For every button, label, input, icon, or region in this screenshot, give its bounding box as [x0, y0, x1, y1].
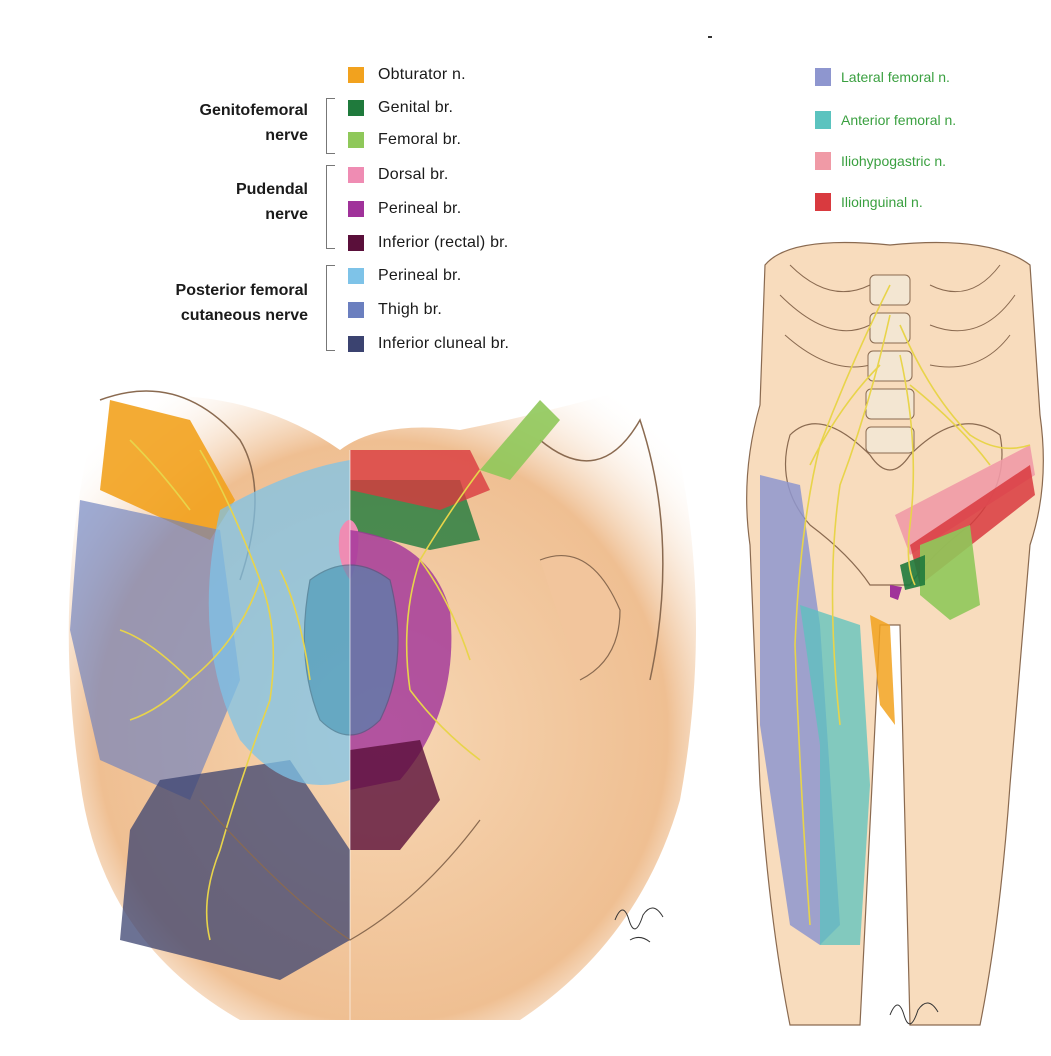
bracket-posterior-femoral — [326, 265, 335, 351]
legend-item-dorsal-br: Dorsal br. — [348, 162, 448, 188]
legend-group-posterior-femoral: Posterior femoral cutaneous nerve — [176, 278, 308, 328]
legend-swatch — [348, 100, 364, 116]
group-label-line2: nerve — [200, 123, 308, 148]
legend-swatch — [348, 167, 364, 183]
legend-swatch — [348, 268, 364, 284]
legend-swatch — [815, 152, 831, 170]
legend-swatch — [815, 68, 831, 86]
stray-mark — [708, 36, 712, 38]
legend-swatch — [815, 111, 831, 129]
legend-label: Ilioinguinal n. — [841, 194, 923, 210]
legend-item-femoral-br: Femoral br. — [348, 127, 461, 153]
legend-swatch — [348, 132, 364, 148]
anterior-nerve-legend: Lateral femoral n. Anterior femoral n. I… — [815, 62, 1045, 212]
group-label-line1: Genitofemoral — [200, 98, 308, 123]
perineum-illustration — [40, 380, 720, 1040]
legend-label: Inferior cluneal br. — [378, 335, 509, 353]
legend-item-genital-br: Genital br. — [348, 95, 453, 121]
legend-item-inferior-rectal-br: Inferior (rectal) br. — [348, 230, 508, 256]
legend-label: Lateral femoral n. — [841, 69, 950, 85]
group-label-line2: nerve — [236, 202, 308, 227]
legend-label: Perineal br. — [378, 200, 461, 218]
legend-label: Femoral br. — [378, 131, 461, 149]
legend-item-thigh-br: Thigh br. — [348, 297, 442, 323]
legend-item-ilioinguinal: Ilioinguinal n. — [815, 189, 923, 215]
legend-label: Obturator n. — [378, 66, 466, 84]
anterior-view-illustration — [730, 225, 1050, 1050]
legend-item-lateral-femoral: Lateral femoral n. — [815, 64, 950, 90]
legend-swatch — [815, 193, 831, 211]
group-label-line1: Posterior femoral — [176, 278, 308, 303]
legend-item-inferior-cluneal-br: Inferior cluneal br. — [348, 331, 509, 357]
legend-swatch — [348, 235, 364, 251]
legend-swatch — [348, 336, 364, 352]
legend-item-posterior-perineal-br: Perineal br. — [348, 263, 461, 289]
group-label-line1: Pudendal — [236, 177, 308, 202]
bracket-pudendal — [326, 165, 335, 249]
legend-label: Iliohypogastric n. — [841, 153, 946, 169]
group-label-line2: cutaneous nerve — [176, 303, 308, 328]
legend-group-pudendal: Pudendal nerve — [236, 177, 308, 227]
legend-item-iliohypogastric: Iliohypogastric n. — [815, 148, 946, 174]
legend-item-obturator: Obturator n. — [348, 62, 466, 88]
legend-label: Perineal br. — [378, 267, 461, 285]
legend-label: Thigh br. — [378, 301, 442, 319]
bracket-genitofemoral — [326, 98, 335, 154]
legend-swatch — [348, 201, 364, 217]
legend-item-anterior-femoral: Anterior femoral n. — [815, 107, 956, 133]
vulva-shape — [304, 565, 398, 735]
legend-group-genitofemoral: Genitofemoral nerve — [200, 98, 308, 148]
perineal-nerve-legend: Genitofemoral nerve Pudendal nerve Poste… — [120, 60, 580, 360]
legend-label: Genital br. — [378, 99, 453, 117]
legend-item-perineal-br: Perineal br. — [348, 196, 461, 222]
legend-swatch — [348, 302, 364, 318]
legend-label: Anterior femoral n. — [841, 112, 956, 128]
legend-label: Inferior (rectal) br. — [378, 234, 508, 252]
legend-label: Dorsal br. — [378, 166, 448, 184]
legend-swatch — [348, 67, 364, 83]
